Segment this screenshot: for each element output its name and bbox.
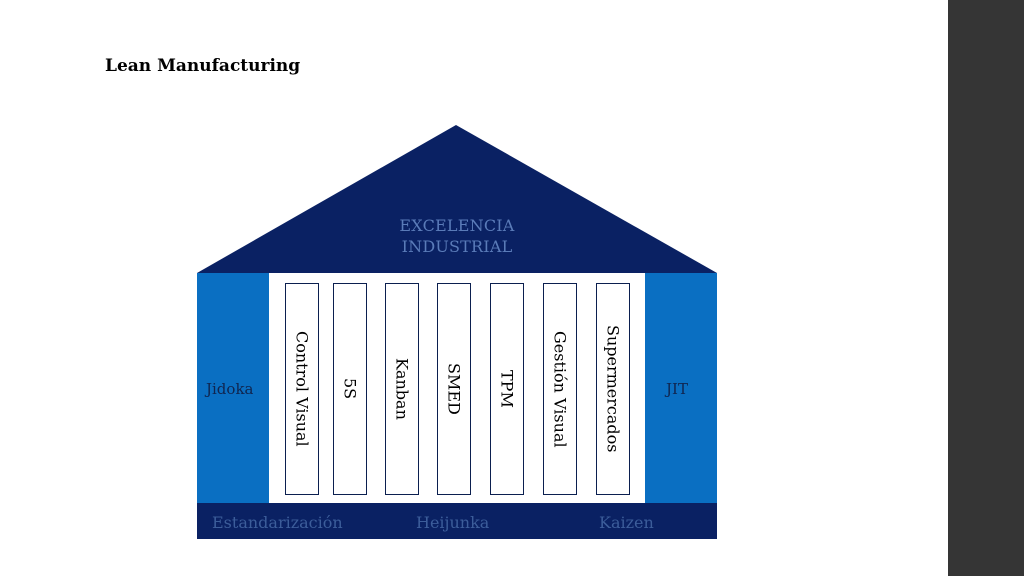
- pillar-5s: 5S: [333, 283, 367, 495]
- pillar-label: Control Visual: [292, 331, 312, 447]
- left-column-label: Jidoka: [206, 380, 254, 398]
- pillar-label: Supermercados: [603, 325, 623, 453]
- pillar-label: 5S: [340, 378, 360, 400]
- pillar-label: Kanban: [392, 358, 412, 420]
- base-label-estandarizacion: Estandarización: [212, 513, 343, 532]
- left-column: [197, 273, 269, 503]
- pillar-label: Gestión Visual: [550, 330, 570, 448]
- pillar-supermercados: Supermercados: [596, 283, 630, 495]
- pillar-label: SMED: [444, 363, 464, 415]
- house-base: [197, 503, 717, 539]
- pillar-label: TPM: [497, 370, 517, 408]
- pillar-control-visual: Control Visual: [285, 283, 319, 495]
- pillar-kanban: Kanban: [385, 283, 419, 495]
- base-label-kaizen: Kaizen: [599, 513, 654, 532]
- pillar-tpm: TPM: [490, 283, 524, 495]
- roof-label: EXCELENCIA INDUSTRIAL: [399, 216, 515, 256]
- pillar-gestion-visual: Gestión Visual: [543, 283, 577, 495]
- right-column-label: JIT: [666, 380, 688, 398]
- house-roof: [197, 125, 717, 273]
- pillar-smed: SMED: [437, 283, 471, 495]
- slide-title: Lean Manufacturing: [105, 56, 301, 76]
- slide-sidebar: [948, 0, 1024, 576]
- right-column: [645, 273, 717, 503]
- base-label-heijunka: Heijunka: [416, 513, 490, 532]
